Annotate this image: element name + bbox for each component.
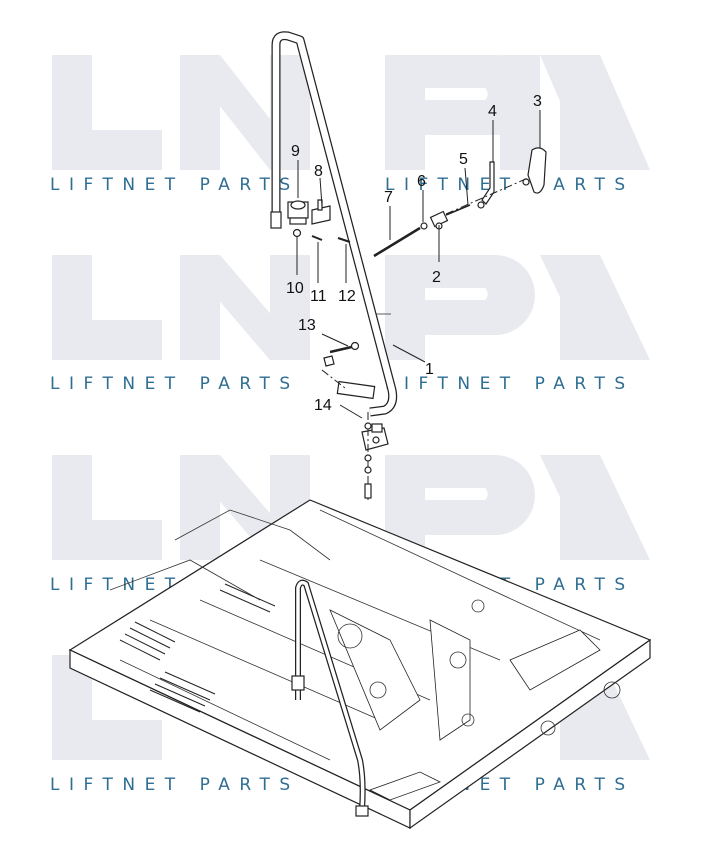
- clamp-block: [287, 200, 309, 225]
- step: [368, 771, 442, 801]
- watermark-text: LIFTNET PARTS: [50, 374, 300, 394]
- rod: [373, 226, 421, 258]
- screw: [337, 237, 351, 243]
- watermark-text: LIFTNET PARTS: [50, 175, 300, 195]
- callouts: 1 2 3 4 5 6 7 8 9 10 11 12 13 14: [286, 93, 542, 414]
- callout-11: 11: [310, 288, 327, 305]
- callout-14: 14: [314, 397, 332, 414]
- washer: [364, 422, 372, 430]
- watermark-logo: [52, 455, 650, 560]
- callout-2: 2: [432, 269, 441, 286]
- washer: [364, 466, 372, 474]
- callout-7: 7: [384, 189, 393, 206]
- watermark-text: LIFTNET PARTS: [50, 775, 300, 795]
- nut: [292, 228, 302, 238]
- watermark-text: LIFTNET PARTS: [385, 175, 635, 195]
- watermark-logo: [52, 255, 650, 360]
- handrail-tube: [270, 31, 398, 417]
- callout-13: 13: [298, 317, 316, 334]
- callout-12: 12: [338, 288, 356, 305]
- leader-lines: [296, 110, 541, 419]
- bracket: [311, 199, 331, 225]
- installed-handrail: [291, 579, 369, 817]
- watermark-text: LIFTNET PARTS: [385, 374, 635, 394]
- nut: [323, 355, 335, 367]
- handle-knob: [527, 147, 547, 194]
- lever: [481, 161, 495, 205]
- callout-8: 8: [314, 163, 323, 180]
- callout-6: 6: [417, 173, 426, 190]
- callout-3: 3: [533, 93, 542, 110]
- chassis-frame: [68, 499, 652, 830]
- callout-5: 5: [459, 151, 468, 168]
- callout-9: 9: [291, 143, 300, 160]
- bolt: [364, 483, 372, 499]
- washer: [420, 222, 428, 230]
- bolt: [311, 235, 323, 241]
- callout-10: 10: [286, 280, 304, 297]
- washer: [364, 454, 372, 462]
- callout-1: 1: [425, 361, 434, 378]
- callout-4: 4: [488, 103, 497, 120]
